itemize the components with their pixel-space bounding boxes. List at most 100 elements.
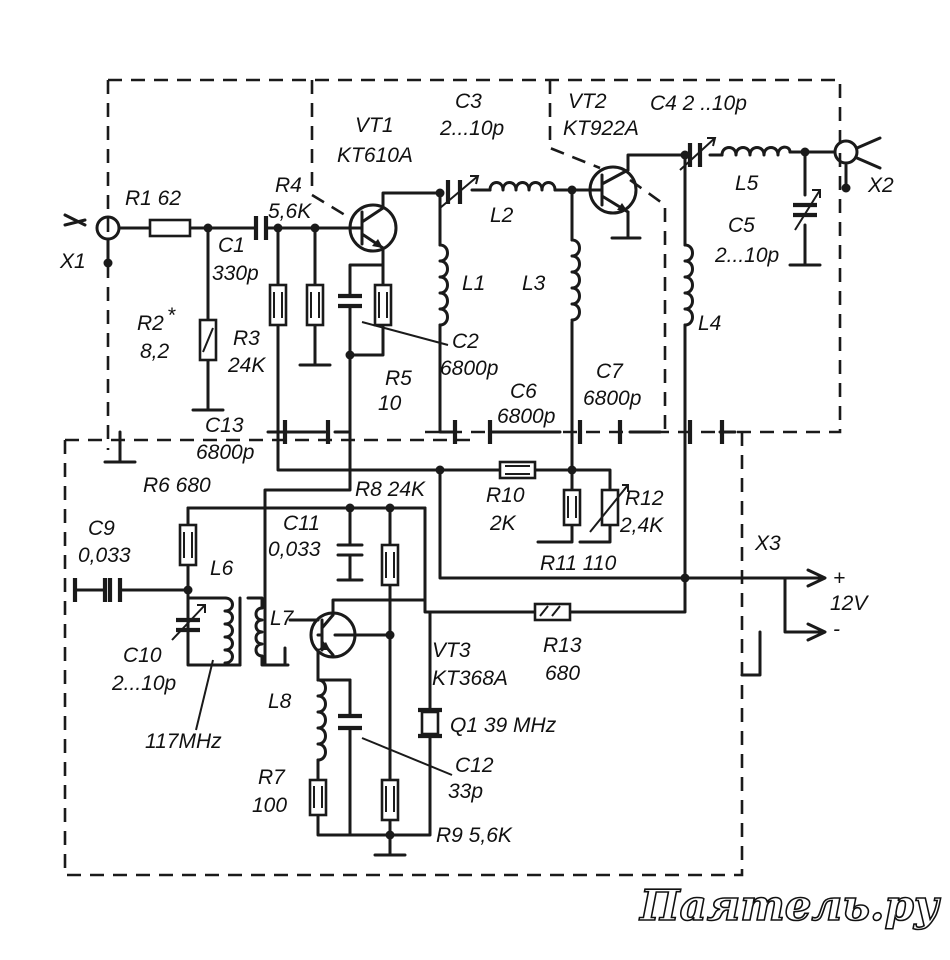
- c9-label: C9: [88, 517, 115, 540]
- r13-label: R13: [543, 634, 582, 657]
- x3-label: X3: [754, 532, 781, 555]
- r6-label: R6 680: [143, 474, 211, 497]
- vt3-label: VT3: [432, 639, 471, 662]
- r10-resistor: [498, 460, 537, 480]
- c7-value: 6800p: [583, 387, 641, 410]
- c8-capacitor: [687, 420, 725, 444]
- c10-label: C10: [123, 644, 162, 667]
- vt3-transistor: [309, 611, 357, 659]
- r4-value: 5,6K: [268, 200, 312, 223]
- c3-value: 2...10p: [439, 117, 504, 140]
- r1-label: R1 62: [125, 187, 181, 210]
- c6-label: C6: [510, 380, 537, 403]
- r12-label: R12: [625, 487, 664, 510]
- c3-label: C3: [455, 90, 482, 113]
- l1-inductor: [438, 243, 449, 327]
- l8-label: L8: [268, 690, 292, 713]
- r9-label: R9 5,6K: [436, 824, 513, 847]
- l5-inductor: [720, 145, 792, 157]
- l2-inductor: [488, 181, 557, 192]
- c7-label: C7: [596, 360, 624, 383]
- r2-label: R2: [137, 312, 164, 335]
- r10-label: R10: [486, 484, 525, 507]
- capacitors: [72, 137, 821, 739]
- r13-resistor: [533, 602, 572, 622]
- plus-label: +: [833, 567, 845, 590]
- r7-value: 100: [252, 794, 287, 817]
- r5-resistor: [373, 283, 393, 327]
- c9-value: 0,033: [78, 544, 131, 567]
- c1-label: C1: [218, 234, 245, 257]
- r12-value: 2,4K: [619, 514, 664, 537]
- c12-label: C12: [455, 754, 494, 777]
- x2-label: X2: [867, 174, 894, 197]
- r11-label: R11 110: [540, 552, 617, 575]
- x1-connector: [95, 215, 121, 241]
- r9-resistor: [380, 778, 400, 822]
- watermark-logo: Паятель.ру: [639, 881, 941, 930]
- v12-label: 12V: [830, 592, 869, 615]
- vt3-type: KT368A: [432, 667, 508, 690]
- l7-inductor: [254, 606, 264, 658]
- l3-label: L3: [522, 272, 546, 295]
- l1-label: L1: [462, 272, 485, 295]
- r5-label: R5: [385, 367, 412, 390]
- l4-inductor: [683, 243, 694, 327]
- vt1-label: VT1: [355, 114, 394, 137]
- c12-value: 33p: [448, 780, 483, 803]
- vt2-transistor: [588, 165, 638, 215]
- q1-label: Q1 39 MHz: [450, 714, 557, 737]
- r2-value: 8,2: [140, 340, 170, 363]
- vt2-label: VT2: [568, 90, 607, 113]
- r5-value: 10: [378, 392, 402, 415]
- junction-dots: [103, 147, 851, 840]
- c5-value: 2...10p: [714, 244, 779, 267]
- c11-value: 0,033: [268, 538, 321, 561]
- r3-value: 24K: [227, 354, 266, 377]
- c2-value: 6800p: [440, 357, 498, 380]
- r1-resistor: [148, 218, 192, 238]
- c6-capacitor: [452, 420, 493, 444]
- c9-capacitor: [72, 578, 108, 602]
- minus-label: -: [833, 618, 840, 641]
- l4-label: L4: [698, 312, 721, 335]
- c1-value: 330p: [212, 262, 259, 285]
- r3-resistor: [268, 283, 288, 327]
- c10-capacitor: [176, 617, 200, 633]
- c10-value: 2...10p: [111, 672, 176, 695]
- c13-label: C13: [205, 414, 244, 437]
- l8-inductor: [316, 678, 327, 762]
- r4-resistor: [305, 283, 325, 327]
- x1-label: X1: [59, 250, 86, 273]
- l7-label: L7: [270, 607, 295, 630]
- c11-label: C11: [283, 512, 320, 535]
- l5-label: L5: [735, 172, 759, 195]
- q1-crystal: [420, 710, 440, 736]
- r8-resistor: [380, 543, 400, 587]
- c13-value: 6800p: [196, 441, 254, 464]
- c6-value: 6800p: [497, 405, 555, 428]
- c5-label: C5: [728, 214, 755, 237]
- vt1-transistor: [348, 203, 398, 253]
- c1-capacitor: [253, 216, 269, 240]
- c4-capacitor: [687, 143, 703, 167]
- inductors: [195, 145, 792, 776]
- r3-label: R3: [233, 327, 260, 350]
- l6-label: L6: [210, 557, 234, 580]
- vt1-type: KT610A: [337, 144, 413, 167]
- c12-capacitor: [338, 713, 362, 731]
- r7-label: R7: [258, 766, 286, 789]
- r8-label: R8 24K: [355, 478, 426, 501]
- resistors: [148, 218, 629, 822]
- l2-label: L2: [490, 204, 514, 227]
- c7-capacitor: [577, 420, 623, 444]
- vt2-type: KT922A: [563, 117, 639, 140]
- r10-value: 2K: [489, 512, 517, 535]
- r11-resistor: [562, 488, 582, 527]
- r2-mark: *: [167, 304, 176, 327]
- r7-resistor: [308, 778, 328, 817]
- c2-label: C2: [452, 330, 479, 353]
- freq-117-label: 117MHz: [145, 730, 222, 753]
- component-labels: R1 62 X1 R2 * 8,2 C1 330p R3 24K R4 5,6K…: [59, 90, 894, 847]
